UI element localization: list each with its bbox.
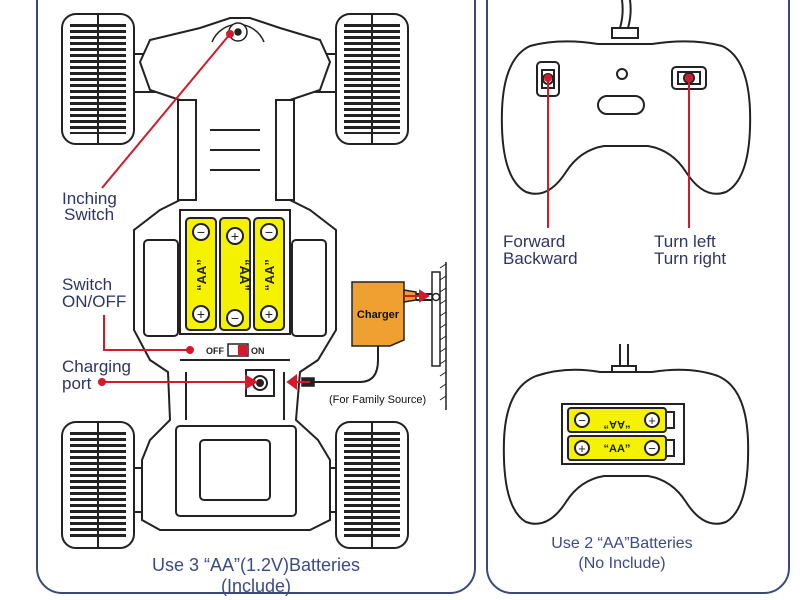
battery-2 xyxy=(219,217,251,331)
svg-text:+: + xyxy=(197,306,205,322)
wheel-rear-left xyxy=(61,421,135,549)
battery-label-1: “AA” xyxy=(194,259,209,291)
family-source-label: (For Family Source) xyxy=(329,394,427,406)
charging-port-label-line-1: Charging xyxy=(62,357,131,376)
controller-battery-label-1: “AA” xyxy=(604,418,631,430)
battery-compartment: − + + − − + xyxy=(179,209,291,335)
controller-bottom: − + + − xyxy=(502,344,750,525)
svg-text:−: − xyxy=(648,441,656,456)
inching-switch-dial xyxy=(211,22,265,43)
power-switch-label-line-2: ON/OFF xyxy=(62,292,127,311)
charger xyxy=(301,262,447,410)
forward-label: Forward xyxy=(503,232,566,251)
inching-switch-label-line-1: Inching xyxy=(62,189,117,208)
car-battery-caption-line-2: (Include) xyxy=(220,576,292,596)
power-switch xyxy=(227,343,249,357)
svg-text:+: + xyxy=(231,228,239,244)
battery-label-3: “AA” xyxy=(262,259,277,291)
controller-battery-caption-line-1: Use 2 “AA”Batteries xyxy=(551,535,693,552)
controller-battery-caption-line-2: (No Include) xyxy=(578,555,666,572)
battery-label-2: “AA” xyxy=(237,259,252,291)
svg-text:+: + xyxy=(648,413,656,428)
wheel-front-right xyxy=(335,13,409,145)
power-switch-label-line-1: Switch xyxy=(62,275,113,294)
off-label: OFF xyxy=(206,346,224,356)
charging-port xyxy=(245,369,275,397)
on-label: ON xyxy=(251,346,265,356)
controller-top xyxy=(500,0,752,195)
svg-text:−: − xyxy=(231,310,239,326)
charger-label: Charger xyxy=(357,309,400,321)
wheel-rear-right xyxy=(335,421,409,549)
svg-text:+: + xyxy=(578,441,586,456)
backward-label: Backward xyxy=(503,249,578,268)
svg-text:−: − xyxy=(197,224,205,240)
battery-3 xyxy=(253,217,285,331)
turn-left-label: Turn left xyxy=(654,232,716,251)
svg-text:−: − xyxy=(265,224,273,240)
svg-text:+: + xyxy=(265,306,273,322)
turn-right-label: Turn right xyxy=(654,249,727,268)
controller-battery-label-2: “AA” xyxy=(604,443,631,455)
battery-1 xyxy=(185,217,217,331)
svg-text:−: − xyxy=(578,413,586,428)
wheel-front-left xyxy=(61,13,135,145)
inching-switch-label-line-2: Switch xyxy=(64,205,115,224)
charging-port-label-line-2: port xyxy=(62,374,92,393)
car-battery-caption-line-1: Use 3 “AA”(1.2V)Batteries xyxy=(151,555,361,575)
